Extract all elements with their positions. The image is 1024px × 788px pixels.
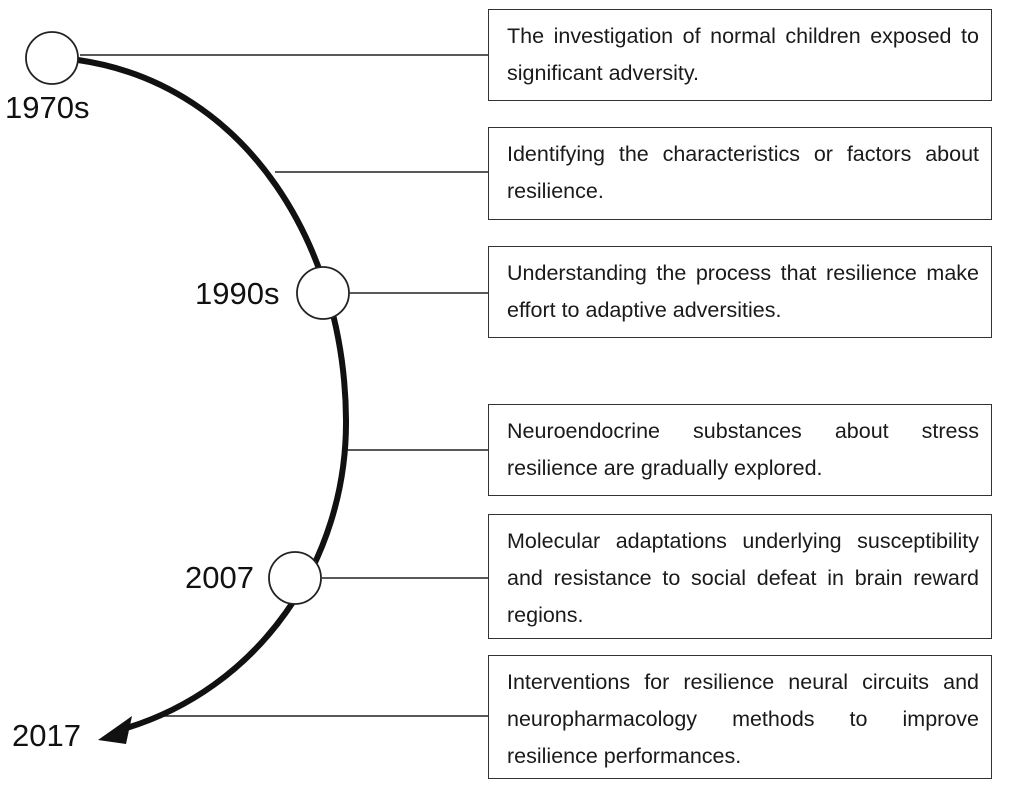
- milestone-circle: [25, 31, 79, 85]
- milestone-circle: [268, 551, 322, 605]
- event-box-4: Neuroendocrine substances about stress r…: [488, 404, 992, 496]
- arrowhead-icon: [98, 716, 132, 744]
- label-1970s: 1970s: [5, 90, 90, 125]
- event-box-6: Interventions for resilience neural circ…: [488, 655, 992, 779]
- label-1990s: 1990s: [195, 276, 280, 311]
- event-box-1: The investigation of normal children exp…: [488, 9, 992, 101]
- event-box-5: Molecular adaptations underlying suscept…: [488, 514, 992, 639]
- milestone-circle: [296, 266, 350, 320]
- event-box-2: Identifying the characteristics or facto…: [488, 127, 992, 220]
- label-2017: 2017: [12, 718, 81, 753]
- label-2007: 2007: [185, 560, 254, 595]
- timeline-arc: [77, 57, 350, 733]
- event-box-3: Understanding the process that resilienc…: [488, 246, 992, 338]
